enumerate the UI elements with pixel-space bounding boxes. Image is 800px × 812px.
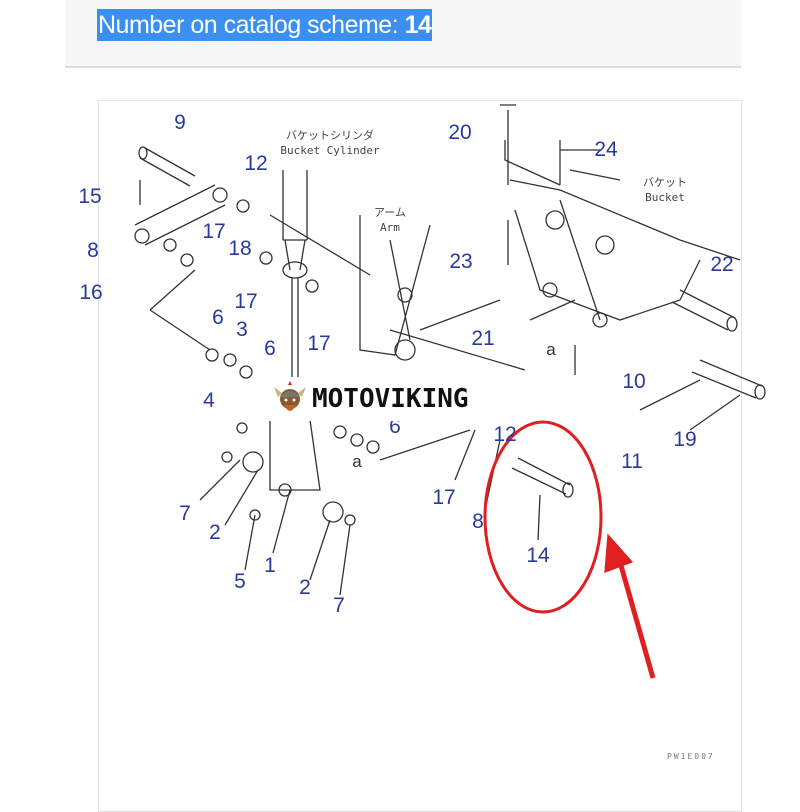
caption-en: Arm <box>380 221 400 234</box>
caption-jp: アーム <box>373 206 407 219</box>
part-label[interactable]: 7 <box>179 502 191 525</box>
caption-en: Bucket Cylinder <box>280 144 380 157</box>
watermark-text: MOTOVIKING <box>312 384 469 414</box>
part-label[interactable]: 17 <box>432 486 456 509</box>
bucket-cylinder-caption: バケットシリンダ Bucket Cylinder <box>280 128 379 158</box>
part-label[interactable]: 17 <box>202 220 226 243</box>
pin-14-shape <box>511 457 571 495</box>
part-label[interactable]: 6 <box>212 306 224 329</box>
part-label[interactable]: 8 <box>472 510 484 533</box>
watermark: MOTOVIKING <box>262 377 536 421</box>
catalog-header: Number on catalog scheme: 14 <box>65 0 741 68</box>
arm-shape <box>359 215 431 356</box>
part-label[interactable]: 8 <box>87 239 99 262</box>
part-label[interactable]: 23 <box>449 250 473 273</box>
drawing-code: PW1E007 <box>667 752 715 761</box>
part-label[interactable]: 19 <box>673 428 697 451</box>
part-label[interactable]: 17 <box>307 332 331 355</box>
part-label[interactable]: 21 <box>471 327 495 350</box>
part-label[interactable]: 11 <box>621 450 643 473</box>
part-label[interactable]: 12 <box>493 423 517 446</box>
scheme-label: Number on catalog scheme: <box>98 11 399 39</box>
part-label[interactable]: 12 <box>244 152 268 175</box>
part-label[interactable]: 15 <box>78 185 102 208</box>
part-label[interactable]: 10 <box>622 370 646 393</box>
part-label[interactable]: 7 <box>333 594 345 617</box>
scheme-number: 14 <box>404 11 432 39</box>
part-label[interactable]: 18 <box>228 237 252 260</box>
caption-jp: バケット <box>643 176 687 189</box>
bucket-caption: バケット Bucket <box>643 175 687 205</box>
caption-jp: バケットシリンダ <box>286 129 374 142</box>
caption-en: Bucket <box>645 191 685 204</box>
pin-9-shape <box>139 147 196 187</box>
part-label[interactable]: 9 <box>174 111 186 134</box>
part-label[interactable]: 17 <box>234 290 258 313</box>
catalog-scheme-number: Number on catalog scheme: 14 <box>97 9 433 41</box>
bucket-shape <box>509 179 741 321</box>
arm-caption: アーム Arm <box>374 205 406 235</box>
link-8-shape <box>134 184 226 246</box>
part-label[interactable]: 3 <box>236 318 248 341</box>
part-label[interactable]: 5 <box>234 570 246 593</box>
part-label[interactable]: 16 <box>79 281 103 304</box>
part-label[interactable]: 1 <box>264 554 276 577</box>
pin-22-shape <box>671 289 736 331</box>
part-label[interactable]: 2 <box>299 576 311 599</box>
ref-a-label: a <box>546 340 556 359</box>
highlight-circle <box>483 420 603 614</box>
arrow-head <box>604 533 634 573</box>
part-label-highlighted[interactable]: 14 <box>526 544 550 567</box>
part-label[interactable]: 20 <box>448 121 472 144</box>
ref-a-label: a <box>352 452 362 471</box>
part-label[interactable]: 24 <box>594 138 618 161</box>
part-label[interactable]: 6 <box>389 415 401 438</box>
diagram-frame <box>98 100 742 812</box>
bucket-cylinder-shape <box>282 170 308 271</box>
lower-link-shape <box>269 419 321 491</box>
highlight-arrow <box>615 554 656 679</box>
part-label[interactable]: 4 <box>203 389 215 412</box>
part-label[interactable]: 6 <box>264 337 276 360</box>
viking-logo-icon <box>274 381 306 411</box>
pin-19-shape <box>691 359 763 399</box>
part-label[interactable]: 2 <box>209 521 221 544</box>
part-label[interactable]: 22 <box>710 253 734 276</box>
